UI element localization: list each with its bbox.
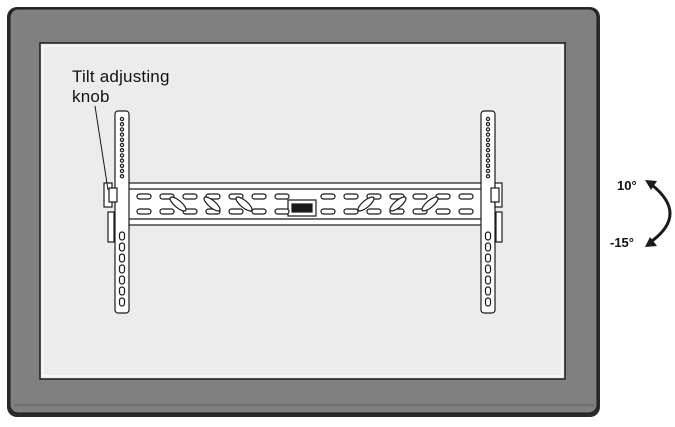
arm-hole (485, 121, 491, 127)
arm-hole (119, 158, 125, 163)
arm-hole (119, 142, 125, 148)
rail-slot (136, 193, 152, 200)
arm-slot (484, 286, 492, 296)
arm-slot (118, 264, 126, 274)
rail-slot (159, 208, 175, 215)
rail-cutout (169, 196, 187, 212)
right-bracket-arm (480, 110, 503, 314)
rail-slot (274, 208, 290, 215)
arm-slot (118, 253, 126, 263)
arm-slot (484, 275, 492, 285)
rail-slot (136, 208, 152, 215)
rail-slot (274, 193, 290, 200)
rail-slot (435, 208, 451, 215)
arm-hole (119, 121, 125, 127)
rail-cutout (357, 196, 375, 212)
arm-hole (485, 116, 491, 122)
rail-cutout (421, 196, 439, 212)
arm-hole (485, 168, 491, 174)
arm-slot (484, 253, 492, 263)
rail-slot (412, 193, 428, 200)
arm-hole (119, 173, 125, 179)
tilt-up-angle: 10° (617, 178, 637, 193)
rail-cutout (235, 196, 253, 212)
curved-double-arrow-icon (645, 180, 672, 247)
left-bracket-arm (103, 110, 130, 314)
arm-slot (118, 275, 126, 285)
arm-hole (485, 132, 491, 137)
arm-hole (119, 163, 125, 168)
rail-cutout (203, 196, 221, 212)
arm-hole (485, 173, 491, 179)
arm-slot (118, 242, 126, 252)
rail-slot (343, 208, 359, 215)
arm-slot (484, 264, 492, 274)
arm-slot (484, 242, 492, 252)
rail-slot (366, 208, 382, 215)
wall-rail (127, 182, 487, 226)
arm-hole (485, 137, 491, 142)
arm-hole (485, 147, 491, 153)
rail-slot (251, 208, 267, 215)
arm-hole (119, 116, 125, 122)
rail-slot (458, 193, 474, 200)
arm-hole (119, 147, 125, 153)
arm-slot (484, 297, 492, 307)
rail-slot (458, 208, 474, 215)
rail-slot (182, 208, 198, 215)
arm-hole (485, 127, 491, 132)
tilt-down-angle: -15° (610, 235, 634, 250)
rail-slot (182, 193, 198, 200)
arm-hole (119, 132, 125, 137)
arm-hole (485, 158, 491, 163)
arm-hole (119, 137, 125, 142)
arm-slot (118, 286, 126, 296)
tilt-knob-label: Tilt adjusting knob (72, 67, 170, 106)
rail-slot (343, 193, 359, 200)
arm-hole (485, 142, 491, 148)
arm-hole (485, 153, 491, 158)
arm-hole (119, 153, 125, 158)
arm-hole (119, 168, 125, 174)
arm-slot (118, 297, 126, 307)
rail-slot (320, 208, 336, 215)
arm-slot (118, 231, 126, 241)
rail-slot (320, 193, 336, 200)
arm-slot (484, 231, 492, 241)
knob-leader-line (94, 105, 109, 191)
rail-slot (228, 208, 244, 215)
rail-slot (251, 193, 267, 200)
arm-hole (119, 127, 125, 132)
rail-cutout (389, 196, 407, 212)
arm-hole (485, 163, 491, 168)
